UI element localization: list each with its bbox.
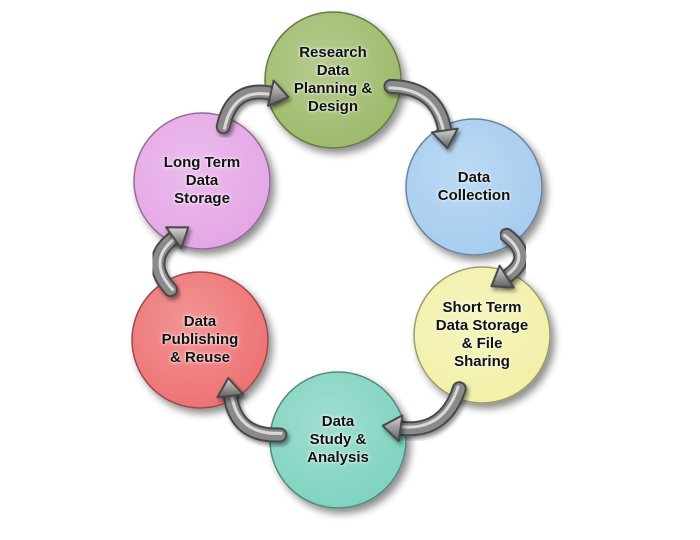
flow-arrow-highlight <box>501 233 521 280</box>
node-circle-publishing-reuse <box>131 271 269 409</box>
flow-arrowhead-icon <box>165 226 190 250</box>
node-circle-data-collection <box>405 118 543 256</box>
flow-arrow-body <box>385 80 451 138</box>
flow-arrowhead-icon <box>216 377 245 399</box>
flow-arrow-highlight <box>229 390 283 435</box>
flow-arrow-body <box>393 383 465 435</box>
arrows-layer <box>150 78 529 443</box>
node-circle-research-planning <box>264 11 402 149</box>
node-circle-long-term-storage <box>133 112 271 250</box>
flow-arrow-highlight <box>223 92 276 130</box>
flow-arrow-highlight <box>388 86 446 136</box>
flow-arrowhead-icon <box>267 79 290 107</box>
flow-arrow-highlight <box>158 235 179 292</box>
node-circle-short-term-storage <box>413 266 551 404</box>
node-circle-study-analysis <box>269 371 407 509</box>
nodes-layer <box>131 11 551 509</box>
flow-arrow-highlight <box>395 385 460 429</box>
flow-arrowhead-icon <box>381 414 404 443</box>
flow-arrowhead-icon <box>490 264 515 289</box>
flow-arrowhead-icon <box>430 127 459 150</box>
